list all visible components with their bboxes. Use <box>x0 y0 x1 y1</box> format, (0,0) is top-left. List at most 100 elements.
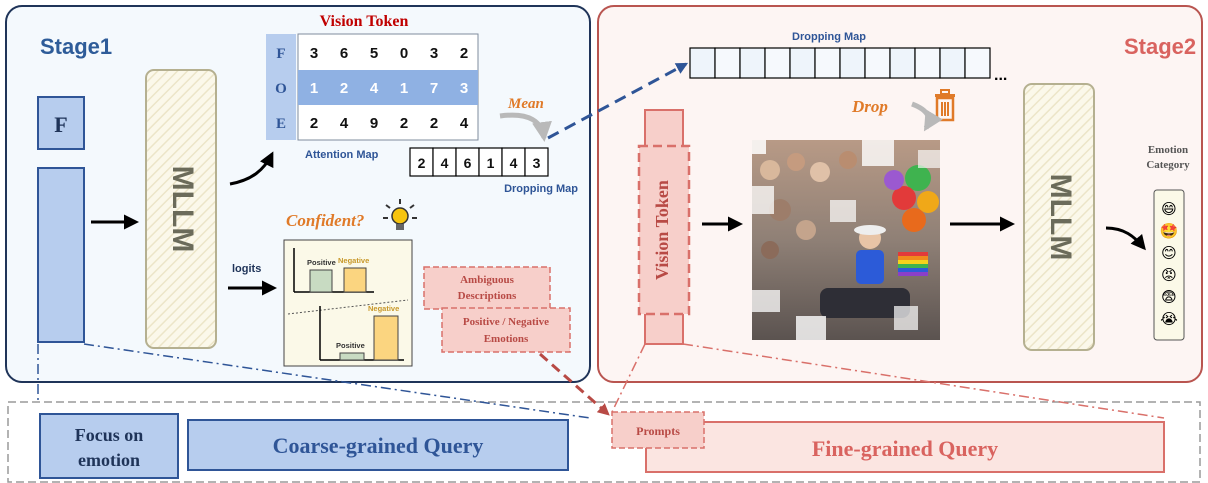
dropping-map-value: 2 <box>418 155 426 171</box>
attention-cell: 2 <box>460 45 468 62</box>
attention-map-label: Attention Map <box>305 149 379 161</box>
stage1-mllm-box <box>145 69 217 349</box>
attention-cell: 4 <box>460 115 469 132</box>
foe-row-label: F <box>276 46 285 62</box>
f-token-label: F <box>54 112 67 137</box>
stage2-dropping-map-cell <box>814 47 841 79</box>
top-positive-bar <box>309 269 333 293</box>
attention-cell: 2 <box>310 115 318 132</box>
mean-label: Mean <box>507 96 544 112</box>
fine-leader-left <box>611 343 646 413</box>
dropping-map-cell <box>524 147 549 177</box>
bottom-positive-bar <box>339 352 365 361</box>
attention-cell: 1 <box>400 80 408 97</box>
emotion-emoji: 😨 <box>1161 288 1177 306</box>
emotion-emoji: 😡 <box>1161 266 1177 284</box>
mllm-to-attention-arrow <box>229 151 274 186</box>
logits-label: logits <box>232 263 261 275</box>
emotion-emoji-list: 😄🤩😊😡😨😭 <box>1160 200 1179 328</box>
attention-cell: 2 <box>400 115 408 132</box>
top-negative-label: Negative <box>338 256 369 265</box>
mean-arrow <box>499 112 552 142</box>
stage1-mllm-label: MLLM <box>166 166 199 253</box>
stage2-title: Stage2 <box>1124 34 1196 59</box>
stage2-mllm-box <box>1023 83 1095 351</box>
parade-photo <box>752 140 940 340</box>
attention-cell: 7 <box>430 80 438 97</box>
stage2-dropping-map <box>689 47 991 79</box>
stage2-dropping-map-cell <box>714 47 741 79</box>
posneg-line2: Emotions <box>484 333 529 345</box>
bottom-negative-bar <box>373 315 399 361</box>
emotion-category-list <box>1153 189 1185 341</box>
attention-cell: 4 <box>370 80 379 97</box>
stage2-dropping-ellipsis: ... <box>994 67 1007 84</box>
stage2-dropping-map-cell <box>914 47 941 79</box>
dropping-map-value: 4 <box>441 155 449 171</box>
attention-cell: 3 <box>460 80 468 97</box>
foe-row-label: E <box>276 116 286 132</box>
attention-cell: 3 <box>310 45 318 62</box>
stage2-dropping-map-cell <box>939 47 966 79</box>
attention-cell: 3 <box>430 45 438 62</box>
prompts-box <box>611 411 705 449</box>
foe-row-labels: F O E <box>275 46 287 132</box>
coarse-grained-query-label: Coarse-grained Query <box>273 433 484 458</box>
stage2-dropping-map-label: Dropping Map <box>792 31 866 43</box>
foe-column <box>266 34 296 140</box>
attention-cell: 0 <box>400 45 408 62</box>
attention-cell: 6 <box>340 45 348 62</box>
top-negative-bar <box>343 267 367 293</box>
dropping-map-value: 3 <box>533 155 541 171</box>
stage2-vision-token-inner <box>637 144 691 316</box>
stage1-dropping-map-label: Dropping Map <box>504 183 578 195</box>
attention-cell: 2 <box>340 80 348 97</box>
dropping-map-value: 6 <box>464 155 472 171</box>
stage2-dropping-map-cell <box>689 47 716 79</box>
mllm-to-emotion-arrow <box>1105 226 1146 251</box>
prompts-label: Prompts <box>636 424 680 438</box>
fine-grained-query-box <box>645 421 1165 473</box>
attention-cell: 4 <box>340 115 349 132</box>
bottom-negative-label: Negative <box>368 304 399 313</box>
focus-on-emotion-box <box>39 413 179 479</box>
attention-cell: 1 <box>310 80 318 97</box>
input-token-box <box>37 167 85 343</box>
vision-token-title: Vision Token <box>320 13 409 30</box>
stage2-dropping-map-cell <box>789 47 816 79</box>
stage2-mllm-label: MLLM <box>1044 174 1077 261</box>
stage2-dropping-map-cell <box>839 47 866 79</box>
emotion-category-line2: Category <box>1146 159 1190 171</box>
dropping-map-value: 1 <box>487 155 495 171</box>
foe-row-label: O <box>275 81 287 97</box>
stage2-dropping-map-cell <box>739 47 766 79</box>
ambiguous-line1: Ambiguous <box>460 274 515 286</box>
lightbulb-icon <box>383 199 417 230</box>
posneg-line1: Positive / Negative <box>463 316 549 328</box>
drop-label: Drop <box>851 97 888 116</box>
stage2-dropping-map-cell <box>764 47 791 79</box>
stage2-dropping-map-cell <box>889 47 916 79</box>
top-positive-label: Positive <box>307 258 336 267</box>
chart-separator <box>287 299 409 315</box>
coarse-grained-query-box <box>187 419 569 471</box>
stage2-dropping-map-cell <box>964 47 991 79</box>
emotion-emoji: 😄 <box>1161 200 1177 218</box>
dropping-map-transfer-arrow <box>547 62 689 140</box>
f-token-box <box>37 96 85 150</box>
drop-arrow <box>911 101 943 132</box>
ambiguous-descriptions-box <box>423 266 551 310</box>
query-strip <box>7 401 1201 483</box>
bottom-positive-label: Positive <box>336 341 365 350</box>
ambiguous-line2: Descriptions <box>458 290 517 302</box>
attention-cell: 2 <box>430 115 438 132</box>
attention-row-highlight <box>298 70 478 105</box>
focus-line1: Focus on <box>75 425 144 445</box>
emotion-emoji: 🤩 <box>1160 222 1179 240</box>
dropping-map-value: 4 <box>510 155 518 171</box>
attention-cell: 9 <box>370 115 378 132</box>
stage1-title: Stage1 <box>40 34 112 59</box>
